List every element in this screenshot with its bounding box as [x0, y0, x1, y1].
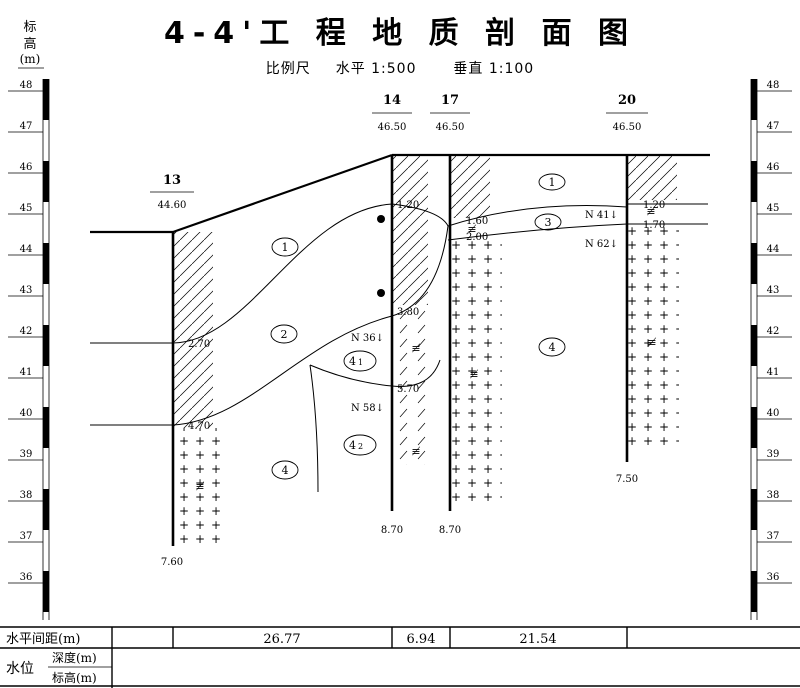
layer-3-label: 3 [545, 216, 552, 229]
right-tick-45: 45 [767, 203, 780, 214]
right-tick-40: 40 [767, 408, 780, 419]
left-tick-48: 48 [20, 80, 33, 91]
left-tick-39: 39 [20, 449, 33, 460]
spt-reading-2: N 58↓ [351, 403, 384, 414]
right-tick-46: 46 [767, 162, 780, 173]
right-tick-37: 37 [767, 531, 780, 542]
depth-row-label: 深度(m) [52, 650, 97, 665]
right-tick-38: 38 [767, 490, 780, 501]
left-tick-45: 45 [20, 203, 33, 214]
left-tick-46: 46 [20, 162, 33, 173]
left-tick-38: 38 [20, 490, 33, 501]
soil-glyph: ≢ [411, 342, 420, 355]
spt-reading-1: N 36↓ [351, 333, 384, 344]
bh14-depth-3: 5.70 [397, 384, 419, 395]
axis-caption-1: 标 [23, 20, 36, 35]
bh13-depth-2: 4.70 [188, 421, 210, 432]
borehole-14-elev: 46.50 [378, 122, 407, 133]
borehole-20-elev: 46.50 [613, 122, 642, 133]
soil-glyph: ≢ [467, 223, 476, 236]
soil-glyph: ≢ [195, 480, 204, 493]
left-tick-44: 44 [20, 244, 33, 255]
soil-glyph: ≢ [647, 336, 656, 349]
stratum-boundaries [90, 203, 708, 493]
bh13-bottom-depth: 7.60 [161, 557, 183, 568]
borehole-13-elev: 44.60 [158, 200, 187, 211]
ground-surface [90, 153, 710, 234]
bh17-bottom-depth: 8.70 [439, 525, 461, 536]
spacing-14-17: 6.94 [407, 632, 436, 647]
spacing-row-label: 水平间距(m) [6, 632, 80, 647]
left-tick-37: 37 [20, 531, 33, 542]
layer-4-label: 4 [549, 341, 556, 354]
bh20-depth-1: 1.20 [643, 200, 665, 211]
water-level-marker [377, 215, 385, 223]
right-tick-41: 41 [767, 367, 780, 378]
axis-caption-2: 高 [23, 36, 36, 52]
soil-glyph: ≢ [646, 205, 655, 218]
left-elevation-ruler: 48 47 46 45 44 43 42 41 40 39 38 37 36 [8, 79, 50, 620]
spacing-table [0, 626, 800, 688]
borehole-17-column [450, 155, 502, 502]
layer-4-label: 4 [282, 464, 289, 477]
scale-label: 比例尺 [265, 61, 311, 77]
elev-row-label: 标高(m) [52, 670, 97, 685]
layer-1-label: 1 [282, 241, 289, 254]
right-tick-42: 42 [767, 326, 780, 337]
right-tick-43: 43 [767, 285, 780, 296]
right-tick-39: 39 [767, 449, 780, 460]
soil-glyph: ≢ [411, 445, 420, 458]
bh20-depth-2: 1.70 [643, 220, 665, 231]
right-tick-48: 48 [767, 80, 780, 91]
scale-horizontal: 水平 1:500 [335, 61, 417, 77]
spt-reading-4: N 62↓ [585, 239, 618, 250]
bh13-depth-1: 2.70 [188, 339, 210, 350]
borehole-20-id: 20 [618, 93, 636, 108]
axis-caption-3: (m) [20, 52, 41, 66]
borehole-14-id: 14 [383, 93, 401, 108]
spacing-13-14: 26.77 [263, 632, 300, 647]
left-tick-40: 40 [20, 408, 33, 419]
bh17-depth-1: 1.60 [466, 216, 488, 227]
borehole-20-column [627, 155, 679, 450]
bh20-bottom-depth: 7.50 [616, 474, 638, 485]
soil-glyph: ≢ [469, 368, 478, 381]
left-tick-41: 41 [20, 367, 33, 378]
bh14-depth-2: 3.80 [397, 307, 419, 318]
scale-vertical: 垂直 1:100 [453, 61, 535, 77]
spt-reading-3: N 41↓ [585, 210, 618, 221]
spacing-17-20: 21.54 [519, 632, 556, 647]
borehole-13-column [173, 232, 223, 546]
right-tick-47: 47 [767, 121, 780, 132]
borehole-17-elev: 46.50 [436, 122, 465, 133]
water-row-label: 水位 [6, 661, 34, 677]
bh14-bottom-depth: 8.70 [381, 525, 403, 536]
left-tick-42: 42 [20, 326, 33, 337]
scale-subtitle: 比例尺 水平 1:500 垂直 1:100 [0, 58, 800, 78]
drawing-title: 4-4'工 程 地 质 剖 面 图 [163, 16, 637, 51]
right-tick-44: 44 [767, 244, 780, 255]
bh14-depth-1: 1.20 [397, 200, 419, 211]
layer-2-label: 2 [281, 328, 288, 341]
right-elevation-ruler: 48 47 46 45 44 43 42 41 40 39 38 37 36 [750, 79, 792, 620]
water-level-marker [377, 289, 385, 297]
layer-1-label: 1 [549, 176, 556, 189]
borehole-13-id: 13 [163, 173, 181, 188]
left-tick-43: 43 [20, 285, 33, 296]
bh17-depth-2: 2.00 [466, 232, 488, 243]
borehole-17-id: 17 [441, 93, 459, 108]
left-tick-47: 47 [20, 121, 33, 132]
left-tick-36: 36 [20, 572, 33, 583]
right-tick-36: 36 [767, 572, 780, 583]
